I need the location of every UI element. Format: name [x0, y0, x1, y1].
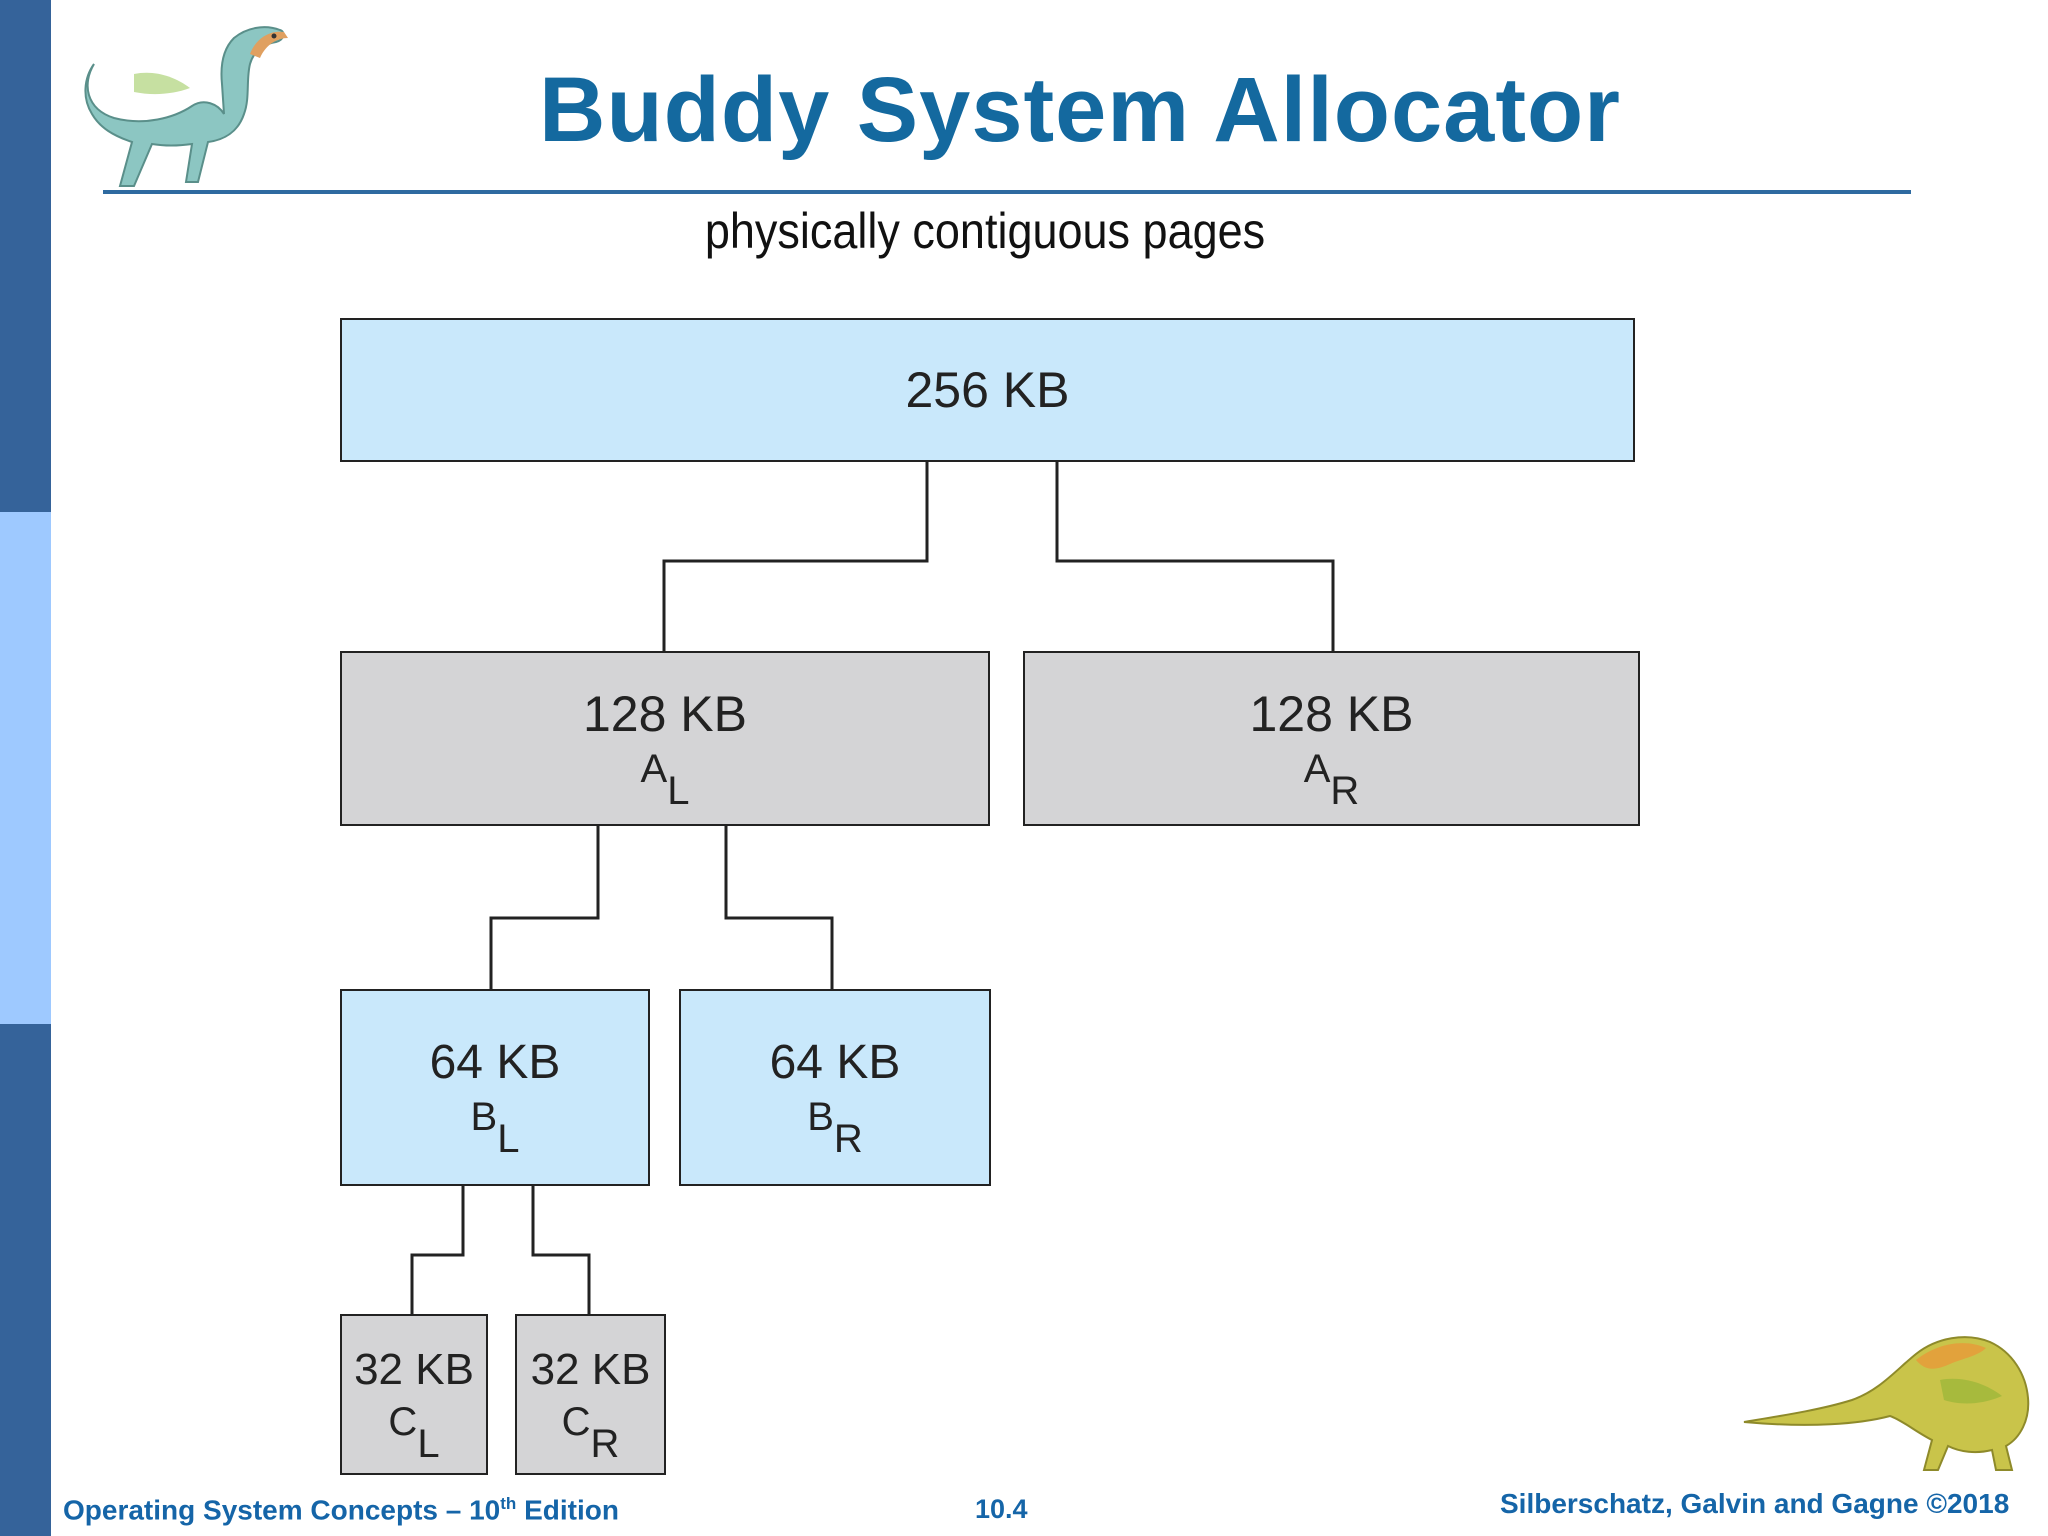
block-size-label: 64 KB [769, 1035, 901, 1089]
dinosaur-icon [1743, 1336, 2030, 1471]
connector-bleft-cleft [410, 1185, 465, 1315]
sidebar-band-top [0, 0, 51, 512]
block-symbol: CL [388, 1399, 440, 1466]
block-symbol: CR [561, 1399, 620, 1466]
block-symbol: AL [640, 746, 690, 813]
block-32kb-c-left: 32 KB CL [340, 1314, 488, 1475]
connector-aleft-bleft [489, 825, 600, 990]
block-size-label: 32 KB [530, 1344, 651, 1394]
block-size-label: 128 KB [1249, 685, 1414, 742]
block-128kb-a-right: 128 KB AR [1023, 651, 1640, 826]
block-256kb: 256 KB [340, 318, 1635, 462]
block-size-label: 32 KB [354, 1344, 474, 1394]
block-symbol: BR [807, 1094, 863, 1161]
block-size-label: 64 KB [429, 1035, 561, 1089]
slide-title: Buddy System Allocator [539, 59, 1621, 161]
block-64kb-b-left: 64 KB BL [340, 989, 650, 1186]
connector-bleft-cright [531, 1185, 591, 1315]
block-32kb-c-right: 32 KB CR [515, 1314, 666, 1475]
block-symbol: BL [470, 1094, 520, 1161]
diagram-subtitle: physically contiguous pages [704, 203, 1266, 259]
dinosaur-icon [84, 26, 288, 187]
footer-book-title: Operating System Concepts – 10th Edition [63, 1494, 619, 1526]
block-size-label: 256 KB [905, 362, 1070, 418]
sidebar-band-bottom [0, 1024, 51, 1536]
block-symbol: AR [1303, 746, 1360, 813]
connector-root-aright [1055, 462, 1335, 652]
title-divider [103, 190, 1911, 194]
block-64kb-b-right: 64 KB BR [679, 989, 991, 1186]
sidebar-band-middle [0, 512, 51, 1024]
connector-aleft-bright [724, 825, 834, 990]
footer-page-number: 10.4 [975, 1494, 1028, 1524]
footer-authors: Silberschatz, Galvin and Gagne ©2018 [1500, 1488, 2010, 1519]
block-128kb-a-left: 128 KB AL [340, 651, 990, 826]
connector-root-aleft [662, 462, 929, 652]
block-size-label: 128 KB [582, 685, 747, 742]
